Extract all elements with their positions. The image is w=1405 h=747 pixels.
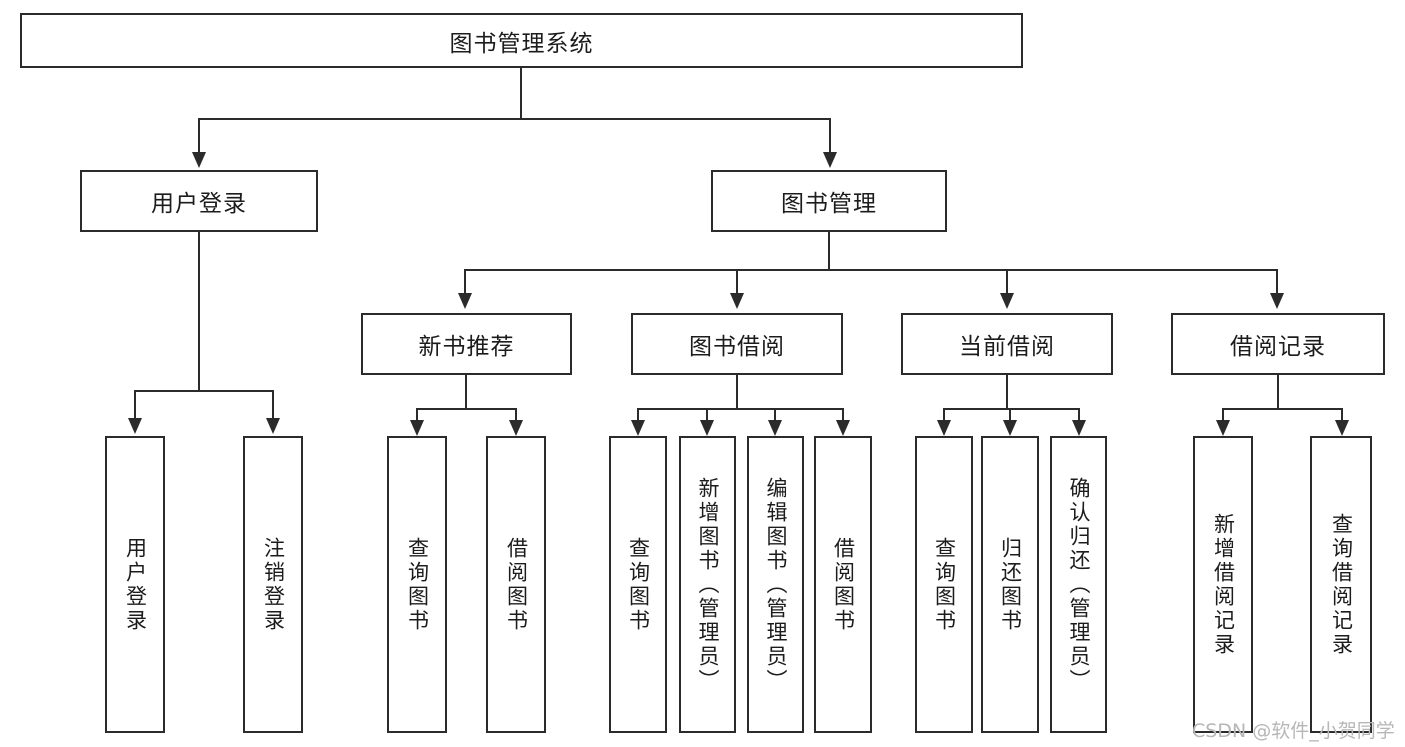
node-label: 新书推荐 (418, 334, 515, 360)
connector-new-book-rec-stem (465, 375, 467, 408)
connector-book-manage-stem (828, 232, 830, 269)
connector-drop-leaf-add-book (706, 408, 708, 422)
node-leaf-query-book-1[interactable]: 查询图书 (387, 436, 447, 733)
connector-drop-book-borrow (736, 269, 738, 295)
node-leaf-query-book-3[interactable]: 查询图书 (915, 436, 973, 733)
connector-book-borrow-stem (736, 375, 738, 408)
node-label: 查询图书 (932, 536, 957, 633)
connector-new-book-rec-bus (416, 408, 516, 410)
node-leaf-user-login[interactable]: 用户登录 (105, 436, 165, 733)
arrow-user-login (192, 152, 206, 168)
arrow-leaf-query-book-2 (631, 420, 645, 436)
arrow-loan-record (1270, 293, 1284, 309)
arrow-leaf-return-book (1003, 420, 1017, 436)
connector-drop-leaf-user-login (134, 390, 136, 420)
node-book-manage[interactable]: 图书管理 (711, 170, 947, 232)
connector-current-loan-bus (943, 408, 1079, 410)
csdn-watermark: CSDN @软件_小贺同学 (1192, 720, 1395, 742)
node-leaf-logout[interactable]: 注销登录 (243, 436, 303, 733)
connector-level1-bus (198, 118, 831, 120)
arrow-leaf-logout (266, 418, 280, 434)
connector-drop-leaf-query-loan-record (1341, 408, 1343, 422)
arrow-leaf-add-book (700, 420, 714, 436)
connector-drop-leaf-return-book (1009, 408, 1011, 422)
node-leaf-edit-book[interactable]: 编辑图书（管理员） (747, 436, 804, 733)
connector-level2-bus (464, 269, 1278, 271)
node-label: 查询借阅记录 (1329, 512, 1354, 657)
connector-loan-record-bus (1222, 408, 1342, 410)
node-label: 图书借阅 (689, 334, 785, 360)
connector-drop-leaf-query-book-1 (416, 408, 418, 422)
arrow-leaf-query-loan-record (1335, 420, 1349, 436)
node-user-login[interactable]: 用户登录 (80, 170, 318, 232)
arrow-current-loan (1000, 293, 1014, 309)
node-label: 借阅记录 (1230, 334, 1326, 360)
connector-drop-leaf-query-book-2 (637, 408, 639, 422)
node-leaf-return-book[interactable]: 归还图书 (981, 436, 1039, 733)
node-label: 查询图书 (626, 536, 651, 633)
arrow-leaf-borrow-book-2 (836, 420, 850, 436)
arrow-leaf-query-book-3 (937, 420, 951, 436)
connector-drop-leaf-add-loan-record (1222, 408, 1224, 422)
arrow-leaf-user-login (128, 418, 142, 434)
connector-user-login-bus (134, 390, 274, 392)
node-label: 查询图书 (405, 536, 430, 633)
connector-drop-leaf-borrow-book-1 (515, 408, 517, 422)
node-label: 用户登录 (151, 191, 247, 217)
node-root[interactable]: 图书管理系统 (20, 13, 1023, 68)
node-label: 新增借阅记录 (1211, 512, 1236, 657)
node-label: 借阅图书 (504, 536, 529, 633)
node-label: 用户登录 (123, 536, 148, 633)
node-book-borrow[interactable]: 图书借阅 (631, 313, 843, 375)
node-label: 编辑图书（管理员） (764, 476, 788, 693)
connector-drop-leaf-borrow-book-2 (842, 408, 844, 422)
connector-drop-leaf-logout (272, 390, 274, 420)
arrow-leaf-edit-book (768, 420, 782, 436)
node-leaf-query-book-2[interactable]: 查询图书 (609, 436, 667, 733)
node-label: 归还图书 (998, 536, 1023, 633)
arrow-leaf-confirm-return (1072, 420, 1086, 436)
node-label: 注销登录 (261, 536, 286, 633)
node-label: 图书管理系统 (449, 30, 594, 57)
node-current-loan[interactable]: 当前借阅 (901, 313, 1113, 375)
connector-loan-record-stem (1277, 375, 1279, 408)
node-leaf-borrow-book-1[interactable]: 借阅图书 (486, 436, 546, 733)
connector-drop-current-loan (1006, 269, 1008, 295)
node-label: 当前借阅 (959, 334, 1055, 360)
connector-root-stem (520, 68, 522, 120)
node-leaf-confirm-return[interactable]: 确认归还（管理员） (1050, 436, 1107, 733)
arrow-leaf-query-book-1 (410, 420, 424, 436)
arrow-leaf-add-loan-record (1216, 420, 1230, 436)
connector-current-loan-stem (1006, 375, 1008, 408)
arrow-new-book-rec (458, 293, 472, 309)
arrow-book-manage (823, 152, 837, 168)
connector-drop-leaf-confirm-return (1078, 408, 1080, 422)
connector-drop-book-manage (829, 118, 831, 154)
connector-drop-new-book-rec (464, 269, 466, 295)
connector-drop-leaf-query-book-3 (943, 408, 945, 422)
node-leaf-add-loan-record[interactable]: 新增借阅记录 (1193, 436, 1253, 733)
arrow-leaf-borrow-book-1 (509, 420, 523, 436)
connector-user-login-stem (198, 232, 200, 390)
node-label: 确认归还（管理员） (1067, 476, 1091, 693)
node-loan-record[interactable]: 借阅记录 (1171, 313, 1385, 375)
node-leaf-add-book[interactable]: 新增图书（管理员） (679, 436, 736, 733)
arrow-book-borrow (730, 293, 744, 309)
connector-drop-loan-record (1276, 269, 1278, 295)
node-leaf-query-loan-record[interactable]: 查询借阅记录 (1310, 436, 1372, 733)
node-label: 图书管理 (781, 191, 877, 217)
node-label: 借阅图书 (831, 536, 856, 633)
node-new-book-rec[interactable]: 新书推荐 (361, 313, 572, 375)
connector-drop-leaf-edit-book (774, 408, 776, 422)
connector-drop-user-login (198, 118, 200, 154)
connector-book-borrow-bus (637, 408, 844, 410)
node-label: 新增图书（管理员） (696, 476, 720, 693)
node-leaf-borrow-book-2[interactable]: 借阅图书 (814, 436, 872, 733)
